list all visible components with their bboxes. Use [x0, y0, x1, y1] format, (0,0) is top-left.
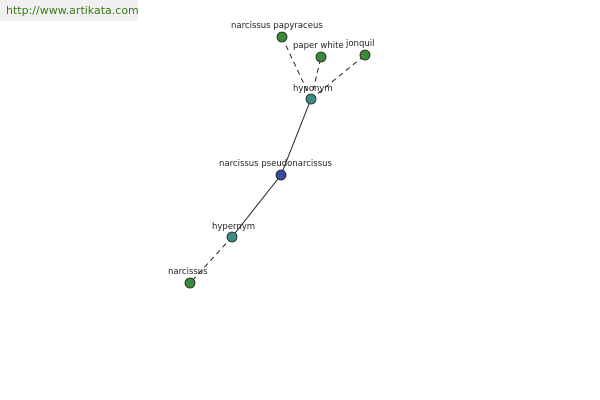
relation-node-dot: [305, 93, 317, 105]
node-label-jonquil: jonquil: [345, 39, 374, 49]
node-narcissus[interactable]: narcissus: [168, 267, 208, 289]
word-node-dot: [184, 277, 196, 289]
edge-center-hypernym: [231, 174, 282, 238]
graph-edges: [189, 36, 366, 284]
word-node-dot: [276, 31, 288, 43]
edge-center-hyponym: [280, 98, 312, 176]
source-link[interactable]: http://www.artikata.com: [0, 0, 139, 21]
word-node-dot: [315, 51, 327, 63]
center-node-dot: [275, 169, 287, 181]
node-label-hyponym: hyponym: [293, 84, 333, 94]
node-label-narcissus-pseudonarcissus: narcissus pseudonarcissus: [219, 159, 333, 169]
relation-node-dot: [226, 231, 238, 243]
edge-hyponym-paperwhite: [310, 56, 322, 100]
node-hypernym[interactable]: hypernym: [212, 222, 255, 243]
edge-hyponym-jonquil: [310, 54, 366, 100]
node-jonquil[interactable]: jonquil: [345, 39, 374, 61]
node-label-narcissus: narcissus: [168, 267, 208, 277]
node-hyponym[interactable]: hyponym: [293, 84, 333, 105]
node-label-paper-white: paper white: [293, 41, 344, 51]
node-narcissus-pseudonarcissus[interactable]: narcissus pseudonarcissus: [219, 159, 333, 181]
node-paper-white[interactable]: paper white: [293, 41, 344, 63]
node-narcissus-papyraceus[interactable]: narcissus papyraceus: [231, 21, 323, 43]
edge-hypernym-narcissus: [189, 236, 233, 284]
node-label-hypernym: hypernym: [212, 222, 255, 232]
graph-nodes: narcissus pseudonarcissus hyponym hypern…: [168, 21, 374, 289]
node-label-narcissus-papyraceus: narcissus papyraceus: [231, 21, 323, 31]
edge-hyponym-papyraceus: [281, 36, 312, 100]
word-node-dot: [359, 49, 371, 61]
